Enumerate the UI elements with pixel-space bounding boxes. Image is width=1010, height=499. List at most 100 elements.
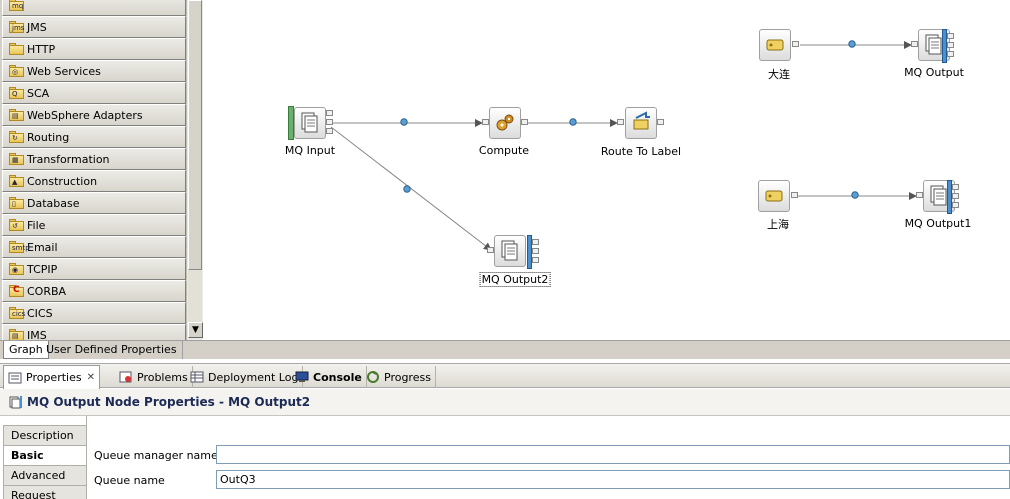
palette-drawer-label: CORBA xyxy=(27,284,67,298)
nav-divider xyxy=(86,416,87,499)
tab-deployment-log[interactable]: Deployment Log xyxy=(186,366,304,388)
palette-drawer-tcpip[interactable]: ◉TCPIP xyxy=(2,258,186,280)
queue-manager-input[interactable] xyxy=(216,445,1010,464)
folder-icon: C xyxy=(9,284,25,298)
view-tab-bar: Properties ✕ Problems Deployment Log Con… xyxy=(0,363,1010,389)
tab-properties[interactable]: Properties ✕ xyxy=(3,365,100,389)
connection-handle xyxy=(851,191,859,199)
tab-console[interactable]: Console xyxy=(291,366,367,388)
nav-request[interactable]: Request xyxy=(3,485,87,499)
node-label: 大连 xyxy=(768,68,790,81)
tab-problems[interactable]: Problems xyxy=(115,366,193,388)
nav-basic[interactable]: Basic xyxy=(3,445,87,465)
palette-drawer-label: File xyxy=(27,218,46,232)
folder-icon: ◎ xyxy=(9,64,25,78)
palette-drawer-label: Transformation xyxy=(27,152,110,166)
folder-icon: Q xyxy=(9,86,25,100)
properties-body: Description Basic Advanced Request Queue… xyxy=(0,416,1010,499)
palette-drawer-label: Routing xyxy=(27,130,70,144)
output-bar-icon xyxy=(942,29,947,63)
palette-drawer-label: SCA xyxy=(27,86,50,100)
connection-handle xyxy=(569,118,577,126)
palette-drawer-file[interactable]: ↺File xyxy=(2,214,186,236)
properties-title: MQ Output Node Properties - MQ Output2 xyxy=(27,395,311,409)
palette-drawer-label: JMS xyxy=(27,20,47,34)
gears-icon xyxy=(496,114,514,131)
folder-icon: ▲ xyxy=(9,174,25,188)
palette-drawer-mq[interactable]: mq xyxy=(2,0,186,16)
problems-icon xyxy=(119,371,133,383)
connection-handle xyxy=(848,40,856,48)
route-to-label-icon xyxy=(625,107,657,139)
tab-progress[interactable]: Progress xyxy=(362,366,436,388)
progress-icon xyxy=(366,371,380,383)
nav-advanced[interactable]: Advanced xyxy=(3,465,87,485)
label-node-icon xyxy=(759,29,791,61)
message-flow-canvas[interactable]: MQ Input Compute Route To Label MQ Outpu… xyxy=(204,0,1010,340)
palette-drawer-label: CICS xyxy=(27,306,53,320)
node-label: MQ Output2 xyxy=(479,272,551,287)
editor-tab-bar: Graph User Defined Properties xyxy=(0,340,1010,359)
tab-label: Progress xyxy=(384,370,431,384)
palette-drawer-label: Web Services xyxy=(27,64,101,78)
message-stack-icon xyxy=(930,185,947,206)
palette-drawer-label: Email xyxy=(27,240,58,254)
message-stack-icon xyxy=(501,240,518,261)
palette-drawer-label: Database xyxy=(27,196,80,210)
palette-drawer-label: WebSphere Adapters xyxy=(27,108,143,122)
folder-icon: cics xyxy=(9,306,25,320)
label-node-icon xyxy=(758,180,790,212)
connection-handle xyxy=(400,118,408,126)
palette-scrollbar[interactable]: ▼ xyxy=(186,0,203,340)
tab-label: Problems xyxy=(137,370,188,384)
palette-drawer-web-services[interactable]: ◎Web Services xyxy=(2,60,186,82)
nav-description[interactable]: Description xyxy=(3,425,87,445)
queue-name-input[interactable] xyxy=(216,470,1010,489)
palette-drawer-transformation[interactable]: ▦Transformation xyxy=(2,148,186,170)
output-bar-icon xyxy=(947,180,952,214)
node-label: Route To Label xyxy=(600,145,682,158)
node-label: MQ Output xyxy=(904,66,964,79)
palette-drawer-websphere-adapters[interactable]: ▤WebSphere Adapters xyxy=(2,104,186,126)
tab-label: Console xyxy=(313,370,362,384)
palette-drawer-label: IMS xyxy=(27,328,47,342)
folder-icon: ▯ xyxy=(9,196,25,210)
mq-input-icon xyxy=(294,107,326,139)
palette-drawer-construction[interactable]: ▲Construction xyxy=(2,170,186,192)
folder-icon: mq xyxy=(9,0,25,12)
folder-icon: smtp xyxy=(9,240,30,254)
queue-manager-label: Queue manager name xyxy=(94,449,218,462)
connection-handle xyxy=(403,185,411,193)
tab-label: Deployment Log xyxy=(208,370,299,384)
properties-title-bar: MQ Output Node Properties - MQ Output2 xyxy=(0,389,1010,416)
folder-icon: ▤ xyxy=(9,108,25,122)
tab-graph[interactable]: Graph xyxy=(3,341,49,359)
palette-drawer-label: HTTP xyxy=(27,42,56,56)
palette-drawer-label: TCPIP xyxy=(27,262,58,276)
mq-output2-icon xyxy=(494,235,526,267)
palette-drawer-http[interactable]: HTTP xyxy=(2,38,186,60)
palette-drawer-routing[interactable]: ↻Routing xyxy=(2,126,186,148)
mq-output-node-icon xyxy=(8,395,22,409)
tab-label: Properties xyxy=(26,371,82,384)
tab-user-defined-properties[interactable]: User Defined Properties xyxy=(41,341,183,359)
folder-icon: jms xyxy=(9,20,25,34)
folder-icon: ◉ xyxy=(9,262,25,276)
close-icon[interactable]: ✕ xyxy=(86,372,95,383)
connection-input-output2 xyxy=(330,126,492,251)
connections-layer xyxy=(330,40,917,251)
output-bar-icon xyxy=(527,235,532,269)
message-stack-icon xyxy=(925,34,942,55)
input-bar-icon xyxy=(288,106,294,140)
scroll-down-arrow-icon[interactable]: ▼ xyxy=(188,322,203,338)
compute-icon xyxy=(489,107,521,139)
palette-drawer-database[interactable]: ▯Database xyxy=(2,192,186,214)
scrollbar-thumb[interactable] xyxy=(188,0,202,270)
